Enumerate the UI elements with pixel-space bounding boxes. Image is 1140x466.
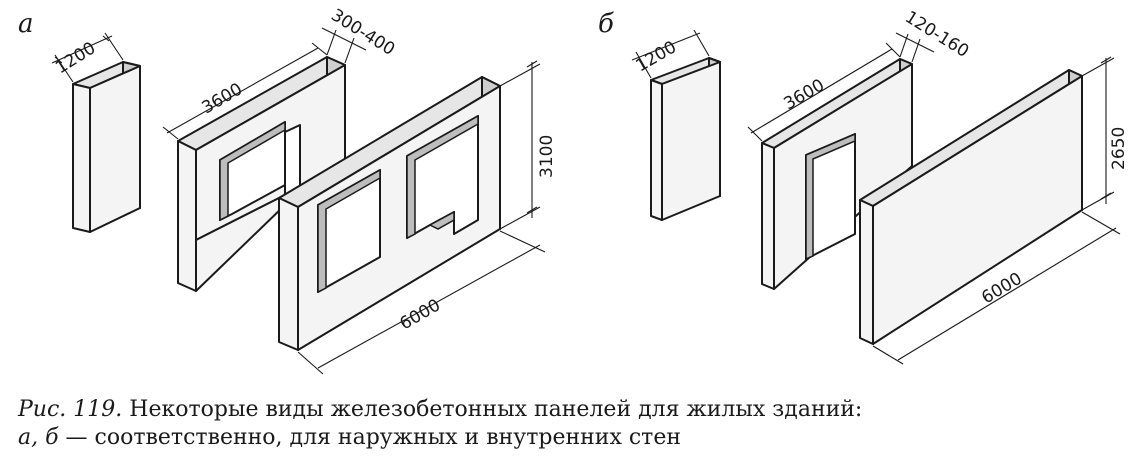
panel-b-door-panel: [761, 58, 913, 290]
panel-b-dim-width-small-label: 1200: [633, 37, 680, 76]
caption-line-1: Рис. 119. Некоторые виды железобетонных …: [18, 396, 1128, 424]
panel-b-dim-thickness: 120-160: [895, 7, 972, 63]
panel-a-dim-length-long-label: 6000: [397, 295, 444, 334]
panel-b-dim-height-label: 2650: [1109, 127, 1129, 170]
panel-a-dim-thickness-label: 300-400: [327, 5, 398, 60]
caption-text-1: Некоторые виды железобетонных панелей дл…: [122, 397, 863, 422]
panel-a-dim-height: 3100: [499, 60, 557, 230]
panel-a-dim-thickness: 300-400: [321, 5, 398, 64]
caption-text-2: — соответственно, для наружных и внутрен…: [58, 425, 682, 450]
panel-a-narrow-panel: [72, 61, 141, 233]
panel-a-dim-height-label: 3100: [537, 135, 557, 178]
caption-letters: а, б: [18, 425, 59, 450]
figure-caption: Рис. 119. Некоторые виды железобетонных …: [18, 396, 1128, 452]
panel-a-window-panel: [177, 56, 346, 292]
panel-a-letter: а: [18, 9, 34, 39]
panel-b-letter: б: [598, 9, 614, 39]
caption-line-2: а, б — соответственно, для наружных и вн…: [18, 424, 1128, 452]
caption-figure-label: Рис. 119.: [18, 397, 123, 422]
panel-a-dim-width-small-label: 1200: [52, 38, 99, 78]
panel-b-dim-thickness-label: 120-160: [901, 7, 972, 62]
panel-a-long-panel: [278, 76, 501, 351]
panel-b-dim-length-long-label: 6000: [978, 269, 1025, 308]
panel-b-narrow-panel: [650, 57, 721, 221]
panel-b-dim-height: 2650: [1081, 56, 1129, 211]
